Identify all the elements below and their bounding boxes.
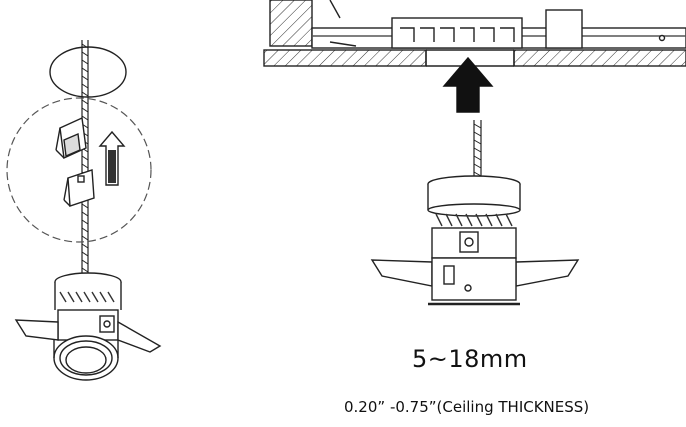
left-installation-figure	[6, 40, 162, 381]
right-installation-figure	[263, 0, 686, 306]
large-up-arrow-icon	[442, 56, 494, 113]
right-downlight-icon	[370, 175, 580, 306]
ceiling-cross-section-icon	[263, 0, 686, 67]
lower-clip-icon	[63, 169, 95, 207]
left-downlight-icon	[14, 272, 162, 381]
upper-clip-icon	[55, 116, 87, 160]
ceiling-thickness-mm-label: 5~18mm	[412, 345, 528, 373]
ceiling-thickness-inch-label: 0.20” -0.75”(Ceiling THICKNESS)	[344, 398, 590, 416]
right-cable-icon	[473, 120, 482, 178]
detail-circle	[6, 97, 152, 243]
up-arrow-icon	[98, 130, 126, 186]
suspension-cable-icon	[81, 40, 89, 275]
